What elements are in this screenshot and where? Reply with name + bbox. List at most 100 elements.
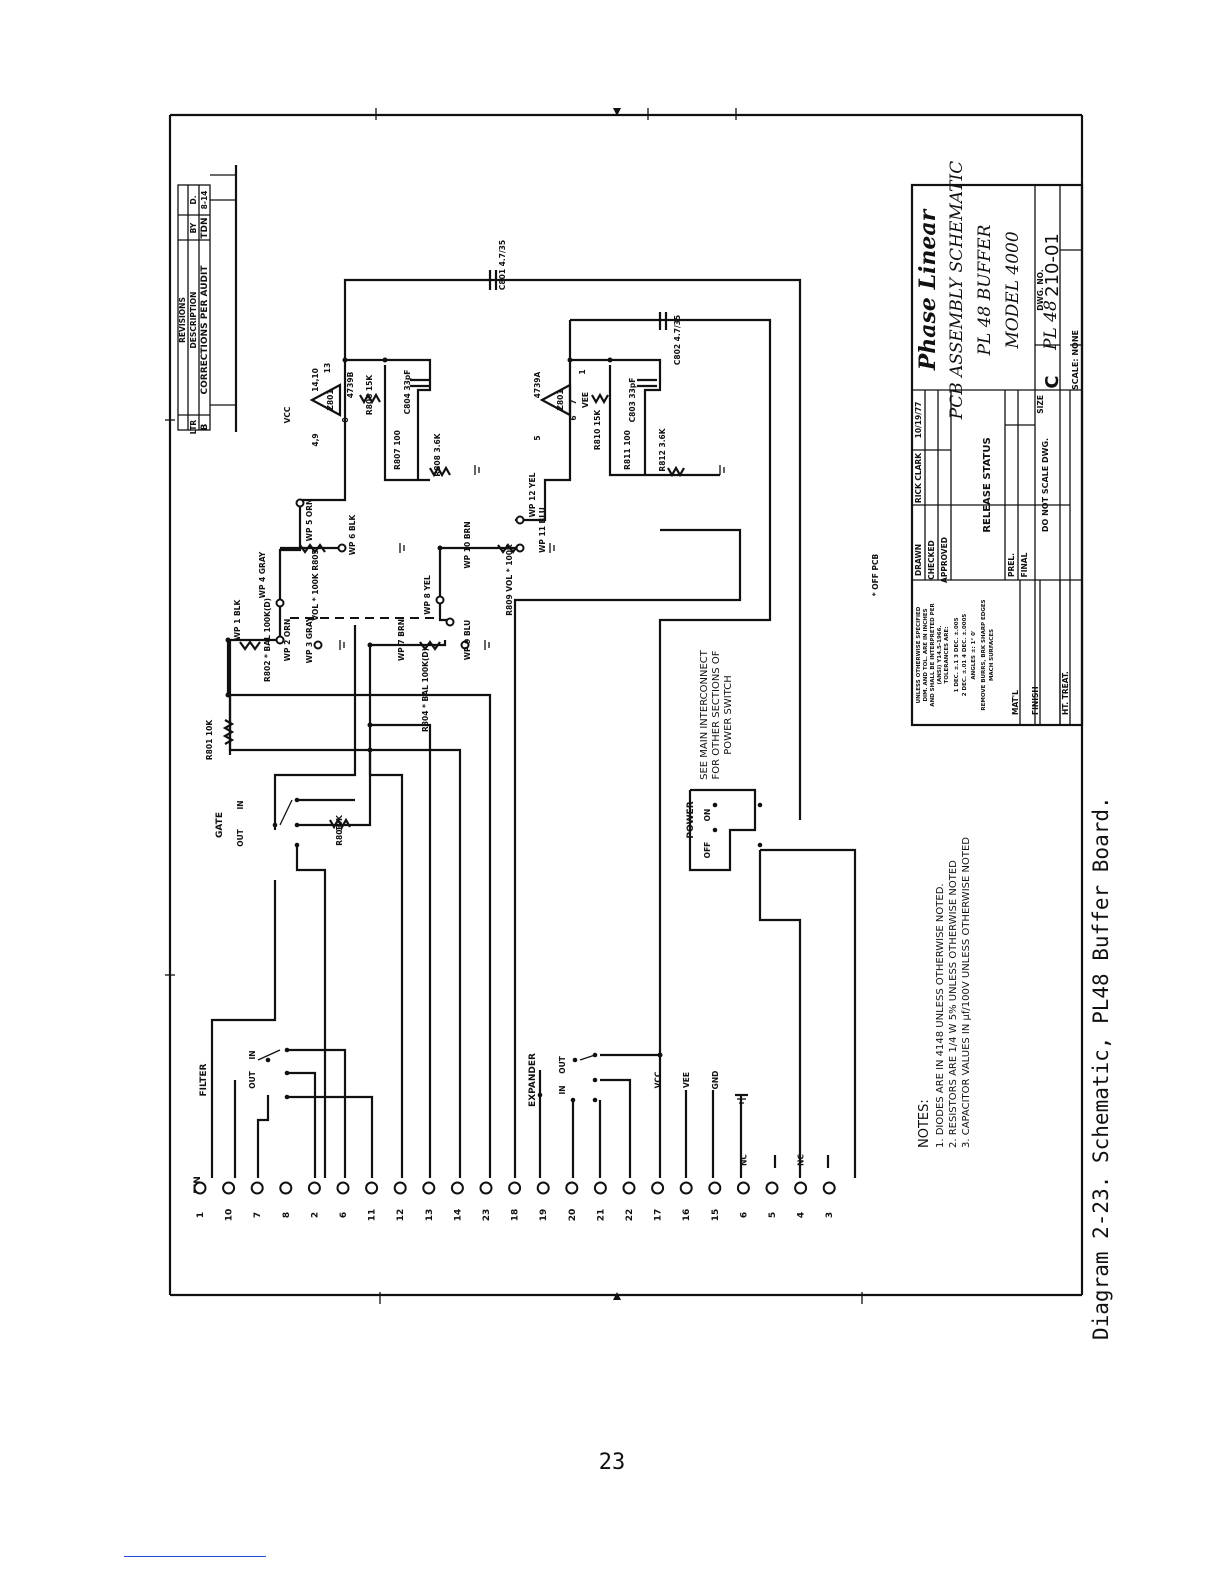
footnote-rule	[124, 1556, 266, 1557]
connector-pin	[422, 1181, 436, 1195]
c804-label: C804 33pF	[403, 370, 412, 415]
note-3: 3. CAPACITOR VALUES IN µf/100V UNLESS OT…	[961, 837, 972, 1148]
pin-number: 17	[654, 1209, 664, 1222]
gate-switch-label: GATE	[215, 812, 225, 838]
expander-out-label: OUT	[558, 1055, 567, 1073]
wp1-label: WP 1 BLK	[233, 599, 242, 641]
title-block: Phase Linear PCB ASSEMBLY SCHEMATIC PL 4…	[910, 161, 1084, 727]
pin-number: 11	[368, 1209, 378, 1222]
scale-label: SCALE: NONE	[1071, 330, 1080, 390]
wp2-label: WP 2 ORN	[283, 619, 292, 662]
pin-number: 12	[396, 1209, 406, 1222]
power-note-line-1: SEE MAIN INTERCONNECT	[699, 649, 710, 780]
connector-pin	[536, 1181, 550, 1195]
ic-b-pin7: 7	[569, 399, 578, 404]
connector-pin	[222, 1181, 236, 1195]
wp8-label: WP 8 YEL	[423, 575, 432, 615]
part-value: PL 48	[1041, 300, 1061, 351]
connector-pin	[708, 1181, 722, 1195]
pin-number: 5	[768, 1212, 778, 1218]
revision-date: 8-14	[200, 191, 209, 210]
pin-number: 22	[625, 1209, 635, 1222]
wp6-label: WP 6 BLK	[348, 514, 357, 556]
caption-text: Diagram 2-23. Schematic, PL48 Buffer Boa…	[1089, 796, 1113, 1340]
drawn-label: DRAWN	[914, 544, 923, 576]
note-1: 1. DIODES ARE IN 4148 UNLESS OTHERWISE N…	[935, 883, 946, 1148]
pin-number: 1	[196, 1212, 206, 1218]
ht-treat-label: HT. TREAT.	[1061, 671, 1070, 715]
filter-in-label: IN	[248, 1050, 257, 1059]
r804-label: R804 * BAL 100K(D)	[421, 648, 430, 732]
connector-pin	[336, 1181, 350, 1195]
wp12-label: WP 12 YEL	[528, 472, 537, 517]
tolerance-2: DIM. AND TOL. ARE IN INCHES	[923, 608, 929, 701]
connector-pins: PIN 11078261112131423181920212217VCC16VE…	[193, 1071, 836, 1222]
pin-number: 23	[482, 1209, 492, 1222]
r808-label: R808 3.6K	[433, 432, 442, 476]
dwg-no-label: DWG. NO.	[1036, 269, 1045, 311]
power-on-label: ON	[703, 809, 712, 822]
page-number: 23	[598, 1450, 626, 1475]
connector-pin	[250, 1181, 264, 1195]
approved-label: APPROVED	[940, 537, 949, 583]
drawn-by: RICK CLARK	[914, 452, 923, 503]
connector-pin	[279, 1181, 293, 1195]
connector-pin	[651, 1181, 665, 1195]
connector-pin	[365, 1181, 379, 1195]
release-status: RELEASE STATUS	[982, 437, 993, 532]
tolerance-7: 2 DEC. ±.01 4 DEC. ±.0005	[962, 614, 968, 697]
pin-vee-label: VEE	[682, 1072, 691, 1088]
ic-a-pins-3: 13	[323, 363, 332, 373]
ic-b-pin5: 5	[533, 435, 542, 440]
pin-vcc-label: VCC	[654, 1071, 663, 1088]
connector-pin	[679, 1181, 693, 1195]
pin-number: 19	[539, 1209, 549, 1222]
power-note-line-3: POWER SWITCH	[723, 675, 734, 754]
gate-in-label: IN	[236, 800, 245, 809]
title-line-2: PL 48 BUFFER	[975, 224, 995, 356]
tolerance-5: TOLERANCES ARE:	[944, 627, 950, 684]
switch-labels: FILTER OUT IN EXPANDER IN OUT GATE OUT I…	[199, 800, 712, 1106]
r809-label: R809 VOL * 100K	[505, 543, 514, 616]
pin-nc-label: NC	[739, 1154, 748, 1166]
pin-number: 21	[596, 1209, 606, 1222]
tolerance-8: ANGLES ±: 1° 0'	[971, 630, 977, 680]
size-label: SIZE	[1036, 395, 1045, 414]
pin-number: 13	[425, 1209, 435, 1222]
wp11-label: WP 11 BLU	[538, 507, 547, 553]
revision-block: REVISIONS DESCRIPTION LTR BY D. B CORREC…	[177, 165, 238, 434]
vcc-label: VCC	[283, 406, 292, 423]
final-label: FINAL	[1020, 552, 1029, 577]
tolerance-10: MACH SURFACES	[989, 629, 995, 681]
ic-b-label: 4739A	[533, 371, 542, 398]
title-line-1: PCB ASSEMBLY SCHEMATIC	[947, 161, 967, 420]
wiring-point-labels: WP 1 BLK WP 2 ORN WP 3 GRAY WP 4 GRAY WP…	[233, 472, 547, 663]
r801-label: R801 10K	[205, 719, 214, 760]
wiring	[210, 270, 857, 1178]
revisions-description-header: DESCRIPTION	[189, 292, 198, 349]
revisions-by-header: BY	[189, 222, 198, 233]
tolerance-6: 1 DEC. ±.1 3 DEC. ±.005	[954, 617, 960, 692]
wp10-label: WP 10 BRN	[463, 521, 472, 568]
pin-number: 16	[682, 1209, 692, 1222]
connector-pin	[508, 1181, 522, 1195]
notes-heading: NOTES:	[917, 1099, 932, 1148]
pin-number: 6	[739, 1212, 749, 1218]
wp5-label: WP 5 ORN	[305, 499, 314, 542]
ic-a-pins: 4,9	[311, 433, 320, 446]
pin-number: 15	[711, 1209, 721, 1222]
connector-pin	[794, 1181, 808, 1195]
dwg-no-value: 210-01	[1042, 233, 1063, 297]
z801b-label: Z801	[556, 389, 565, 410]
power-switch-label: POWER	[686, 801, 696, 838]
connector-pin	[736, 1181, 750, 1195]
gate-out-label: OUT	[236, 828, 245, 846]
vee-label: VEE	[581, 392, 590, 408]
r807-label: R807 100	[393, 430, 402, 470]
title-line-3: MODEL 4000	[1003, 231, 1023, 350]
r803-label: R803	[335, 824, 344, 845]
r805-label: VOL * 100K R805	[311, 549, 320, 620]
connector-pin	[307, 1181, 321, 1195]
power-off-label: OFF	[703, 842, 712, 859]
